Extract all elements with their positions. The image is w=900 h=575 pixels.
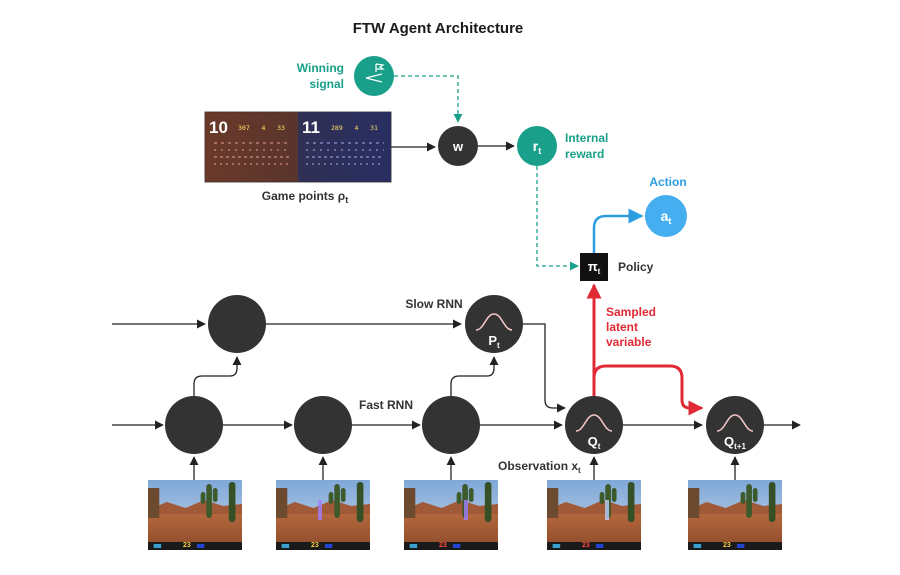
red-team-stats: 307 4 33	[238, 124, 285, 132]
hud-ammo-2: 23	[311, 542, 319, 549]
flag-icon	[365, 63, 385, 83]
prior-to-posterior-arrow	[523, 323, 566, 413]
blue-team-stats: 289 4 31	[331, 124, 378, 132]
action-label: Action	[649, 175, 686, 189]
prior-distribution-icon	[475, 313, 513, 331]
posterior-node-label: Qt	[588, 434, 601, 451]
hud-ammo-3: 23	[439, 542, 447, 549]
sampled-latent-label-2: latent	[606, 320, 638, 334]
observation-frame-5: 23	[688, 480, 782, 550]
policy-label: Policy	[618, 260, 654, 274]
winning-signal-label: Winning	[297, 61, 344, 75]
diagram-title: FTW Agent Architecture	[353, 20, 524, 37]
next-posterior-node-symbol: Q	[724, 434, 734, 449]
reward-node-label: rt	[533, 138, 541, 156]
next-posterior-node-label: Qt+1	[724, 434, 746, 451]
action-node	[645, 195, 687, 237]
hud-ammo-4: 23	[582, 542, 590, 549]
prior-node-subscript: t	[497, 341, 500, 350]
game-points-label: Game points ρt	[262, 189, 348, 205]
posterior-node	[565, 396, 623, 454]
fast-rnn-node-1	[165, 396, 223, 454]
posterior-node-symbol: Q	[588, 434, 598, 449]
action-node-symbol: a	[661, 208, 669, 224]
prior-node-label: Pt	[488, 333, 500, 350]
next-posterior-distribution-icon	[716, 414, 754, 432]
next-posterior-node	[706, 396, 764, 454]
observation-subscript: t	[578, 466, 581, 475]
action-node-subscript: t	[668, 216, 671, 226]
fast-to-slow-arrow-1	[193, 356, 242, 396]
reward-to-policy-arrow	[536, 166, 579, 271]
w-node-label: w	[452, 139, 464, 154]
policy-to-action-arrow	[592, 208, 644, 253]
next-posterior-node-subscript: t+1	[734, 442, 746, 451]
scoreboard-image: 10 11 307 4 33 289 4 31	[204, 111, 392, 183]
observation-label: Observation xt	[498, 459, 581, 475]
internal-reward-label: Internal	[565, 131, 608, 145]
fast-rnn-node-2	[294, 396, 352, 454]
sampled-latent-label-1: Sampled	[606, 305, 656, 319]
hud-ammo-5: 23	[723, 542, 731, 549]
policy-node-label: πt	[588, 259, 601, 276]
posterior-distribution-icon	[575, 414, 613, 432]
fast-to-slow-arrow-2	[450, 356, 499, 396]
internal-reward-label-2: reward	[565, 147, 604, 161]
observation-frame-3: 23	[404, 480, 498, 550]
observation-frame-2: 23	[276, 480, 370, 550]
game-points-text: Game points ρ	[262, 189, 345, 203]
latent-to-next-arrow	[592, 364, 704, 416]
fast-rnn-label: Fast RNN	[359, 398, 413, 412]
winning-signal-arrow	[394, 75, 463, 123]
winning-signal-node	[354, 56, 394, 96]
slow-rnn-node-1	[208, 295, 266, 353]
red-team-score: 10	[209, 118, 228, 137]
observation-frame-1: 23	[148, 480, 242, 550]
posterior-node-subscript: t	[598, 442, 601, 451]
prior-node-symbol: P	[488, 333, 497, 348]
winning-signal-label-2: signal	[309, 77, 344, 91]
policy-node	[580, 253, 608, 281]
w-node	[438, 126, 478, 166]
blue-team-score: 11	[302, 118, 320, 137]
prior-node	[465, 295, 523, 353]
policy-node-symbol: π	[588, 259, 598, 274]
fast-rnn-node-3	[422, 396, 480, 454]
slow-rnn-label: Slow RNN	[405, 297, 462, 311]
action-node-label: at	[661, 208, 672, 226]
sampled-latent-label-3: variable	[606, 335, 652, 349]
hud-ammo-1: 23	[183, 542, 191, 549]
reward-node-symbol: r	[533, 138, 539, 154]
observation-frame-4: 23	[547, 480, 641, 550]
internal-reward-node	[517, 126, 557, 166]
reward-node-subscript: t	[538, 146, 541, 156]
game-points-subscript: t	[345, 195, 348, 205]
observation-text: Observation x	[498, 459, 578, 473]
policy-node-subscript: t	[598, 267, 601, 276]
